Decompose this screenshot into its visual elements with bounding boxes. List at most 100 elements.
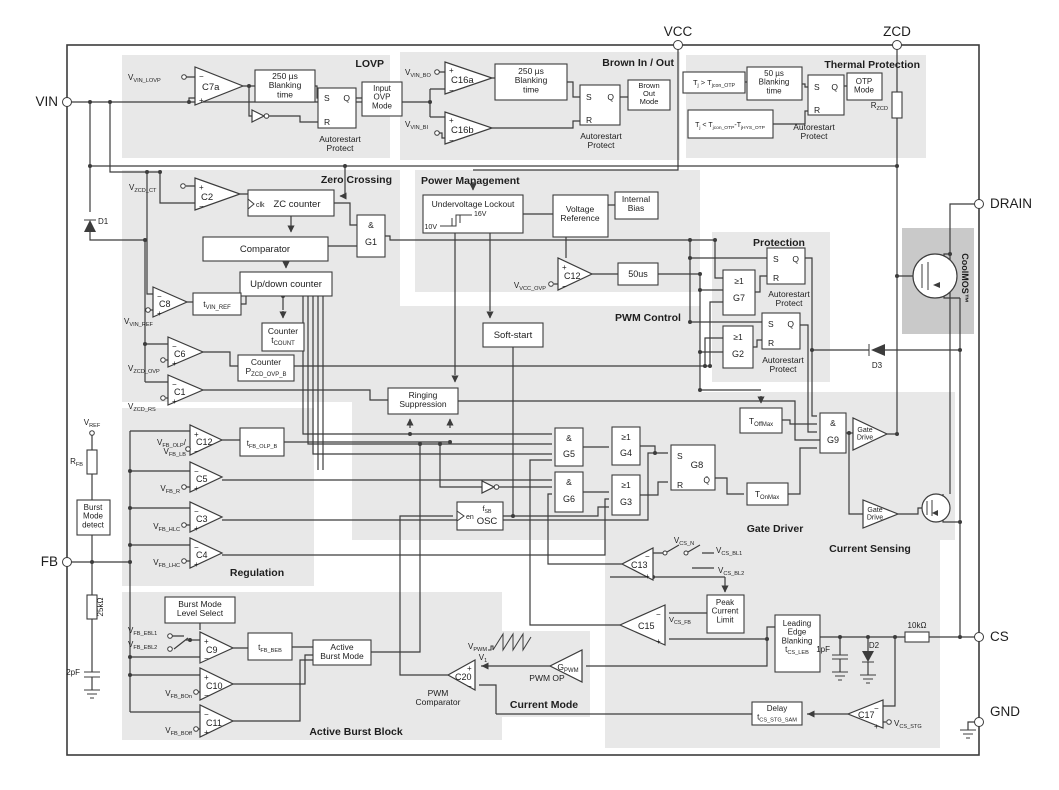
resistor-rzcd-label: RZCD bbox=[871, 101, 888, 112]
comparator-c5-label: C5 bbox=[196, 474, 208, 484]
plus-sign: + bbox=[199, 96, 204, 105]
plus-sign: + bbox=[194, 560, 199, 569]
en-label: en bbox=[466, 514, 474, 521]
reg-tfb-box bbox=[239, 427, 285, 457]
burst-abm-box bbox=[312, 639, 372, 666]
uvlo-label: Undervoltage Lockout bbox=[432, 199, 515, 209]
power-terminal-ovp bbox=[548, 281, 554, 287]
lovp-blanking-box bbox=[254, 69, 316, 103]
vcs-bl2-label: VCS_BL2 bbox=[718, 566, 744, 577]
burst-boff-label: VFB_BOff bbox=[165, 726, 192, 737]
plus-sign: + bbox=[204, 637, 209, 646]
comparator-c20 bbox=[446, 658, 476, 692]
comparator-c7a bbox=[194, 66, 245, 106]
or-sign: ≥1 bbox=[733, 332, 743, 342]
pin-zcd-label: ZCD bbox=[883, 24, 911, 39]
brown-vbi-label: VVIN_BI bbox=[405, 120, 429, 131]
thermal-cond-lo-label: Tj < Tjcon_OTP-TjHYS_OTP bbox=[695, 122, 765, 131]
pin-gnd bbox=[974, 717, 984, 727]
zc-tvinref-label: tVIN_REF bbox=[203, 299, 231, 311]
comparator-c12-pm bbox=[557, 257, 594, 291]
zc-vzcd-ovp-label: VZCD_OVP bbox=[128, 364, 160, 375]
comparator-c10-label: C10 bbox=[206, 681, 223, 691]
latch-q: Q bbox=[343, 93, 350, 103]
vpwm-label: VPWM bbox=[468, 642, 487, 653]
plus-sign: + bbox=[194, 484, 199, 493]
osc-fsb-label: fSB bbox=[482, 504, 492, 515]
burst-ebl2-label: VFB_EBL2 bbox=[128, 640, 157, 651]
and-sign: & bbox=[566, 477, 572, 487]
comparator-c8-label: C8 bbox=[159, 299, 171, 309]
zc-counter-p-box bbox=[237, 354, 295, 382]
minus-sign: − bbox=[194, 543, 199, 552]
minus-sign: − bbox=[645, 552, 650, 561]
coolmos-mosfet-icon bbox=[912, 253, 958, 299]
junction-dots bbox=[88, 84, 962, 677]
resistor-rfb-label: RFB bbox=[70, 457, 83, 468]
reg-vfbr-label: VFB_R bbox=[160, 484, 180, 495]
comparator-c2 bbox=[194, 177, 242, 211]
brown-title: Brown In / Out bbox=[602, 57, 674, 69]
comparator-c1 bbox=[167, 374, 205, 406]
latch-q: Q bbox=[831, 82, 838, 92]
minus-sign: − bbox=[157, 292, 162, 301]
reg-vlb-label: VFB_LB bbox=[164, 447, 187, 458]
right-side: RZCD CoolMOS™ D3 bbox=[868, 91, 970, 370]
vcs-bl1-label: VCS_BL1 bbox=[716, 546, 742, 557]
resistor-10k-icon bbox=[904, 631, 930, 643]
plus-sign: + bbox=[172, 397, 177, 406]
lovp-terminal bbox=[181, 74, 187, 80]
reg-vfblhc-label: VFB_LHC bbox=[153, 558, 180, 569]
vcs-fb-label: VCS_FB bbox=[669, 615, 691, 626]
pwm-op-label: PWM OP bbox=[529, 673, 565, 683]
burst-bon-label: VFB_BOn bbox=[165, 689, 192, 700]
thermal-blanking-box bbox=[746, 66, 803, 101]
softstart-box bbox=[482, 322, 544, 348]
zc-terminal-rs bbox=[160, 395, 166, 401]
reg-volp-label: VFB_OLP/ bbox=[157, 438, 187, 449]
gate-g7 bbox=[722, 269, 756, 316]
zc-updown-label: Up/down counter bbox=[250, 279, 322, 290]
gpwm-label: GPWM bbox=[557, 662, 578, 674]
comparator-c17-label: C17 bbox=[858, 710, 875, 720]
plus-sign: + bbox=[204, 673, 209, 682]
minus-sign: − bbox=[449, 86, 454, 95]
regulation-title: Regulation bbox=[230, 567, 284, 579]
plus-sign: + bbox=[199, 183, 204, 192]
v1-label: V1 bbox=[479, 653, 487, 664]
voltage-reference-box bbox=[552, 194, 609, 238]
switch-terminal bbox=[683, 550, 689, 556]
minus-sign: − bbox=[194, 447, 199, 456]
block-zero-crossing: Zero Crossing VZCD_CT + − C2 clk ZC coun… bbox=[124, 174, 392, 413]
diode-d1-icon bbox=[84, 220, 96, 232]
comparator-c9-label: C9 bbox=[206, 645, 218, 655]
comparator-c15 bbox=[618, 604, 666, 646]
block-power: Power Management Undervoltage Lockout 10… bbox=[421, 175, 659, 292]
zc-counter-box bbox=[247, 189, 335, 217]
pin-vcc-label: VCC bbox=[664, 24, 693, 39]
comparator-c17 bbox=[846, 699, 884, 729]
vref-terminal bbox=[89, 430, 95, 436]
vcs-n-label: VCS_N bbox=[674, 536, 694, 547]
plus-sign: + bbox=[194, 430, 199, 439]
zc-terminal-vinref bbox=[145, 307, 151, 313]
gate-g5 bbox=[554, 427, 584, 467]
comparator-c16a bbox=[444, 61, 494, 95]
inverter-bubble-icon bbox=[263, 113, 270, 119]
gate-g2 bbox=[722, 325, 754, 369]
lovp-title: LOVP bbox=[355, 58, 384, 70]
vref-label: VREF bbox=[84, 418, 101, 429]
reg-terminal3 bbox=[181, 522, 187, 528]
minus-sign: − bbox=[172, 380, 177, 389]
comparator-c11-label: C11 bbox=[206, 718, 222, 728]
opamp-gpwm bbox=[548, 649, 583, 683]
